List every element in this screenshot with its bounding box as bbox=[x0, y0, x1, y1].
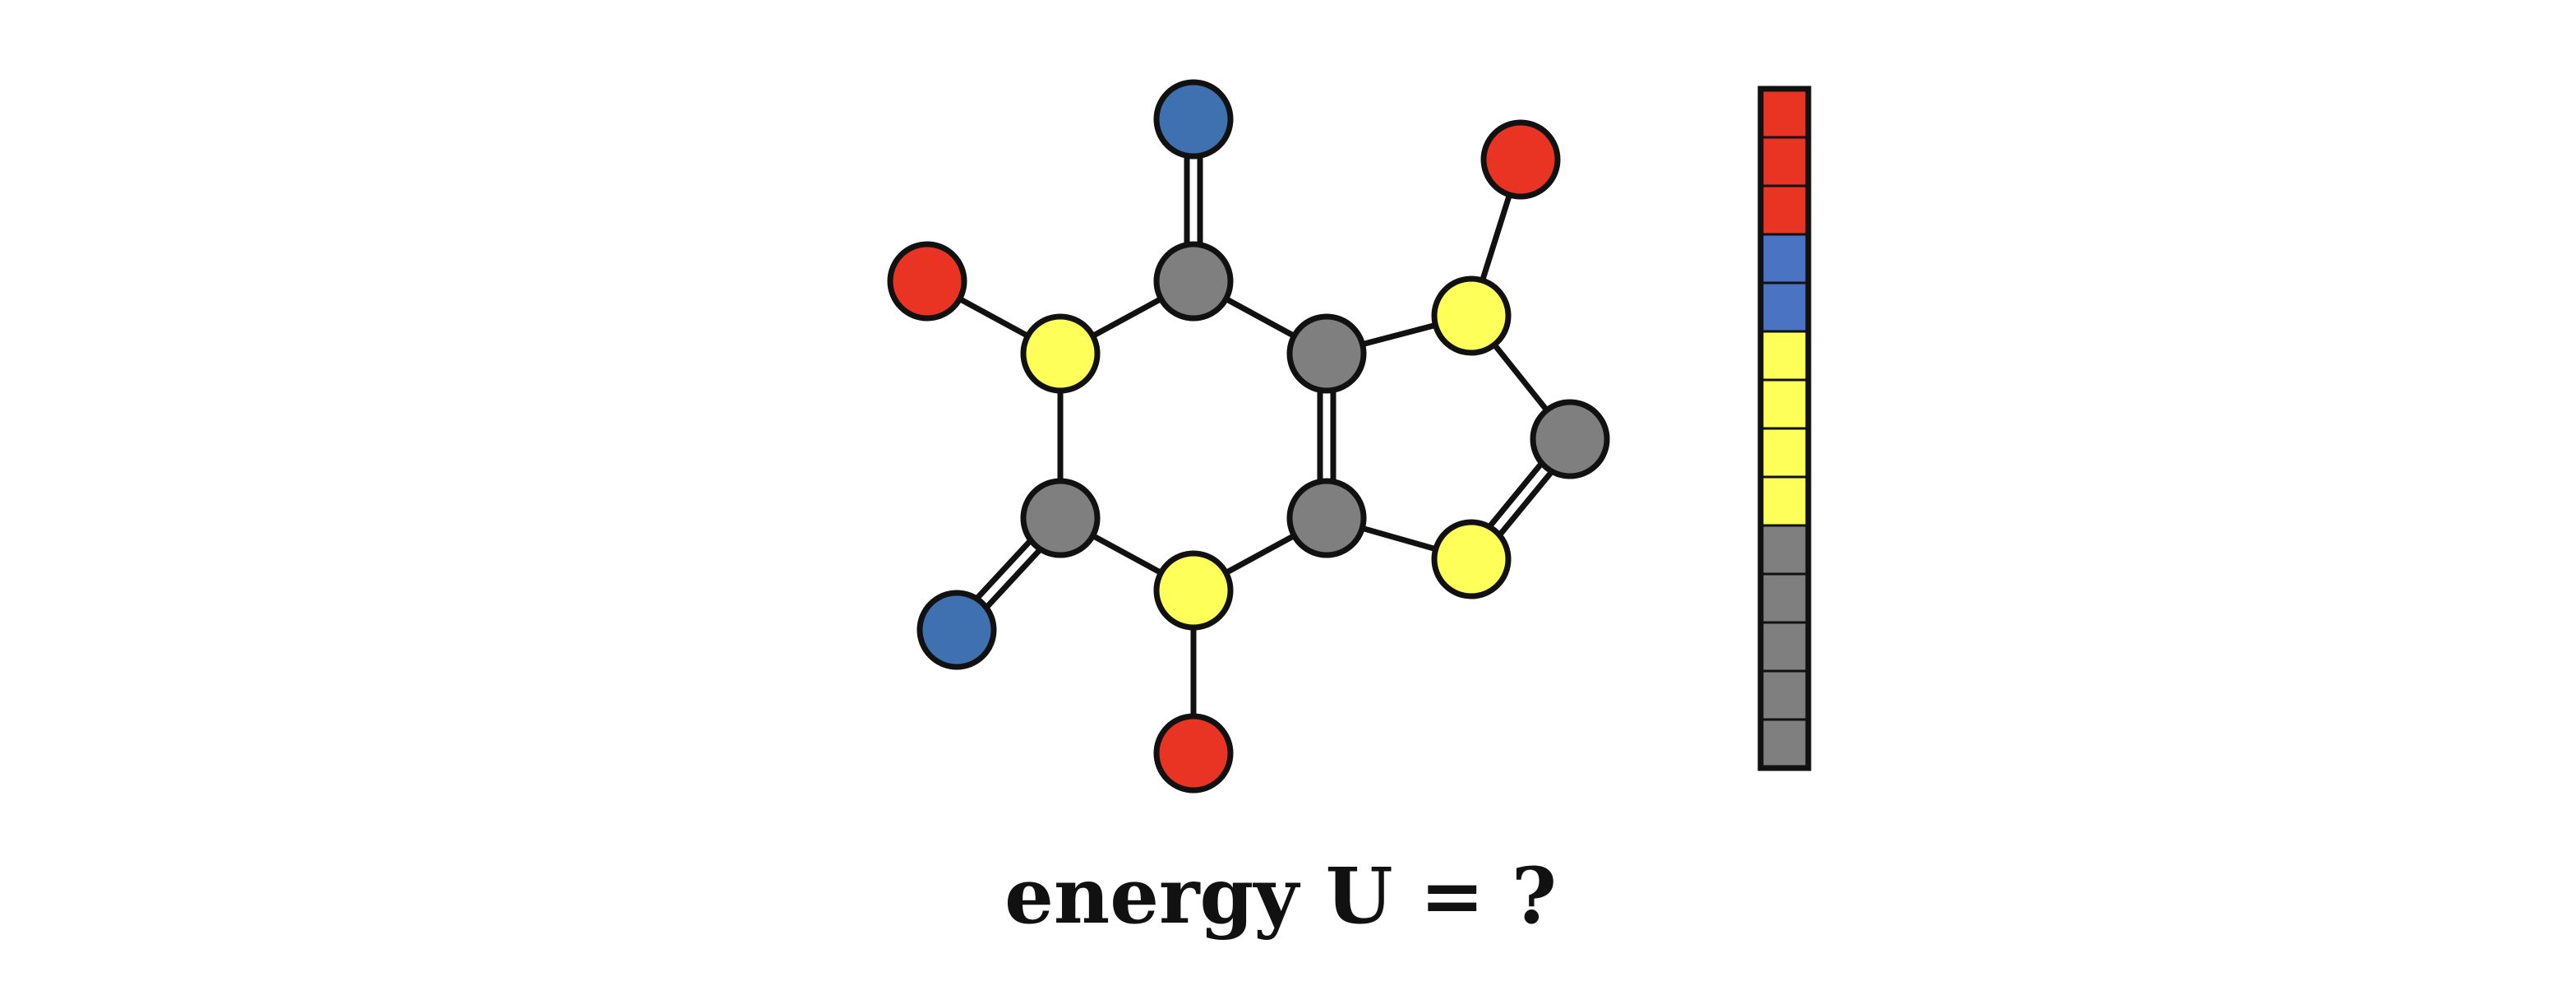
gray-atom bbox=[1286, 313, 1367, 394]
gray-atom bbox=[1530, 399, 1610, 479]
red-atom bbox=[1153, 713, 1234, 794]
gray-atom bbox=[1153, 241, 1234, 322]
strip-cell-gray bbox=[1759, 718, 1810, 770]
strip-cell-gray bbox=[1759, 572, 1810, 624]
blue-atom bbox=[916, 590, 997, 670]
strip-cell-yellow bbox=[1759, 475, 1810, 527]
strip-cell-yellow bbox=[1759, 427, 1810, 479]
gray-atom bbox=[1020, 478, 1101, 558]
strip-cell-blue bbox=[1759, 281, 1810, 333]
composition-strip bbox=[1757, 86, 1812, 771]
strip-cell-red bbox=[1759, 136, 1810, 187]
blue-atom bbox=[1153, 79, 1234, 160]
gray-atom bbox=[1286, 478, 1367, 558]
strip-cell-red bbox=[1759, 87, 1810, 139]
yellow-atom bbox=[1431, 275, 1512, 356]
bonds-layer bbox=[924, 116, 1578, 757]
strip-cell-gray bbox=[1759, 524, 1810, 576]
energy-caption: energy U = ? bbox=[1004, 851, 1557, 942]
strip-cell-blue bbox=[1759, 233, 1810, 285]
yellow-atom bbox=[1431, 519, 1512, 599]
strip-cell-yellow bbox=[1759, 330, 1810, 382]
strip-border bbox=[1757, 86, 1812, 771]
strip-cell-red bbox=[1759, 184, 1810, 236]
strip-cell-yellow bbox=[1759, 378, 1810, 430]
red-atom bbox=[1480, 119, 1561, 200]
red-atom bbox=[887, 241, 967, 322]
strip-cell-gray bbox=[1759, 669, 1810, 721]
atoms-layer bbox=[887, 79, 1610, 794]
yellow-atom bbox=[1020, 313, 1101, 394]
strip-cell-gray bbox=[1759, 621, 1810, 673]
yellow-atom bbox=[1153, 550, 1234, 631]
